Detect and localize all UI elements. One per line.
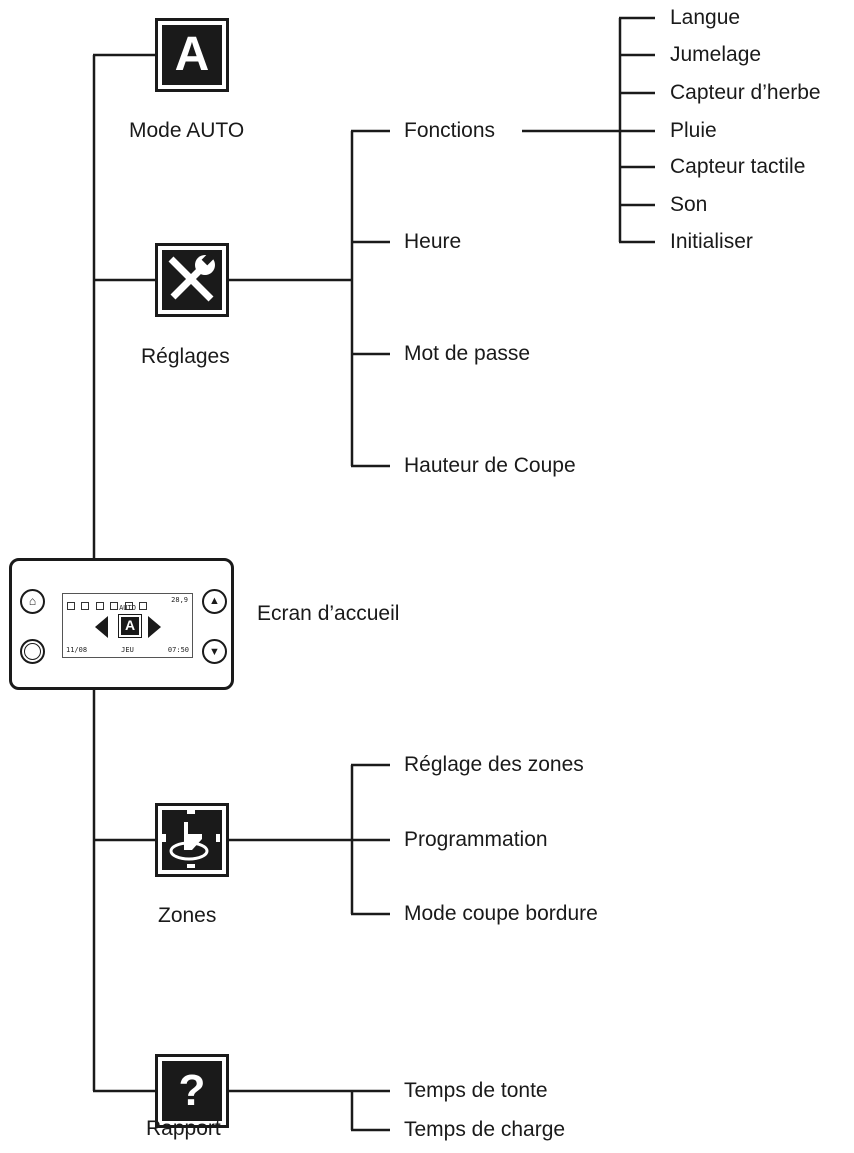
menu-item-schedule[interactable]: Programmation — [404, 828, 548, 852]
home-icon: ⌂ — [22, 593, 43, 609]
menu-item-grass-sensor[interactable]: Capteur d’herbe — [670, 81, 821, 105]
up-button[interactable]: ▲ — [202, 589, 227, 614]
auto-mode-icon-letter: A — [162, 29, 222, 81]
menu-item-functions[interactable]: Fonctions — [404, 119, 495, 143]
ok-button[interactable] — [20, 639, 45, 664]
screen-auto-icon: A — [118, 614, 142, 638]
menu-item-password[interactable]: Mot de passe — [404, 342, 530, 366]
arrow-left-icon — [95, 616, 108, 638]
settings-icon[interactable] — [155, 243, 229, 317]
screen-value: 28,9 — [171, 596, 188, 604]
report-label: Rapport — [146, 1117, 221, 1141]
screen-time: 07:50 — [168, 646, 189, 654]
zones-icon[interactable] — [155, 803, 229, 877]
triangle-up-icon: ▲ — [204, 593, 225, 609]
zone-target-icon — [162, 810, 222, 870]
ok-ring-icon — [24, 643, 41, 660]
menu-item-charging-time[interactable]: Temps de charge — [404, 1118, 565, 1142]
zones-label: Zones — [158, 904, 216, 928]
screen-mode: AUTO — [63, 604, 192, 612]
menu-item-pairing[interactable]: Jumelage — [670, 43, 761, 67]
menu-item-zone-setup[interactable]: Réglage des zones — [404, 753, 584, 777]
menu-item-edge-mode[interactable]: Mode coupe bordure — [404, 902, 598, 926]
auto-mode-label: Mode AUTO — [129, 119, 244, 143]
menu-item-reset[interactable]: Initialiser — [670, 230, 753, 254]
auto-mode-icon-face: A — [162, 25, 222, 85]
lcd-screen: 28,9 AUTO A 11/08 JEU 07:50 — [62, 593, 193, 658]
screen-auto-letter: A — [125, 617, 135, 633]
menu-item-mowing-time[interactable]: Temps de tonte — [404, 1079, 548, 1103]
auto-mode-icon[interactable]: A — [155, 18, 229, 92]
screen-auto-icon-face: A — [121, 617, 139, 635]
home-screen-label: Ecran d’accueil — [257, 602, 399, 626]
menu-item-cut-height[interactable]: Hauteur de Coupe — [404, 454, 576, 478]
down-button[interactable]: ▼ — [202, 639, 227, 664]
settings-label: Réglages — [141, 345, 230, 369]
report-icon-glyph: ? — [162, 1067, 222, 1115]
menu-item-touch-sensor[interactable]: Capteur tactile — [670, 155, 805, 179]
home-screen-device: ⌂ ▲ ▼ 28,9 AUTO A 11/08 JEU 07:50 — [9, 558, 234, 690]
menu-item-time[interactable]: Heure — [404, 230, 461, 254]
question-mark-icon: ? — [162, 1061, 222, 1121]
menu-item-language[interactable]: Langue — [670, 6, 740, 30]
menu-item-rain[interactable]: Pluie — [670, 119, 717, 143]
arrow-right-icon — [148, 616, 161, 638]
home-button[interactable]: ⌂ — [20, 589, 45, 614]
wrench-screwdriver-icon — [162, 250, 222, 310]
triangle-down-icon: ▼ — [204, 644, 225, 660]
menu-item-sound[interactable]: Son — [670, 193, 707, 217]
